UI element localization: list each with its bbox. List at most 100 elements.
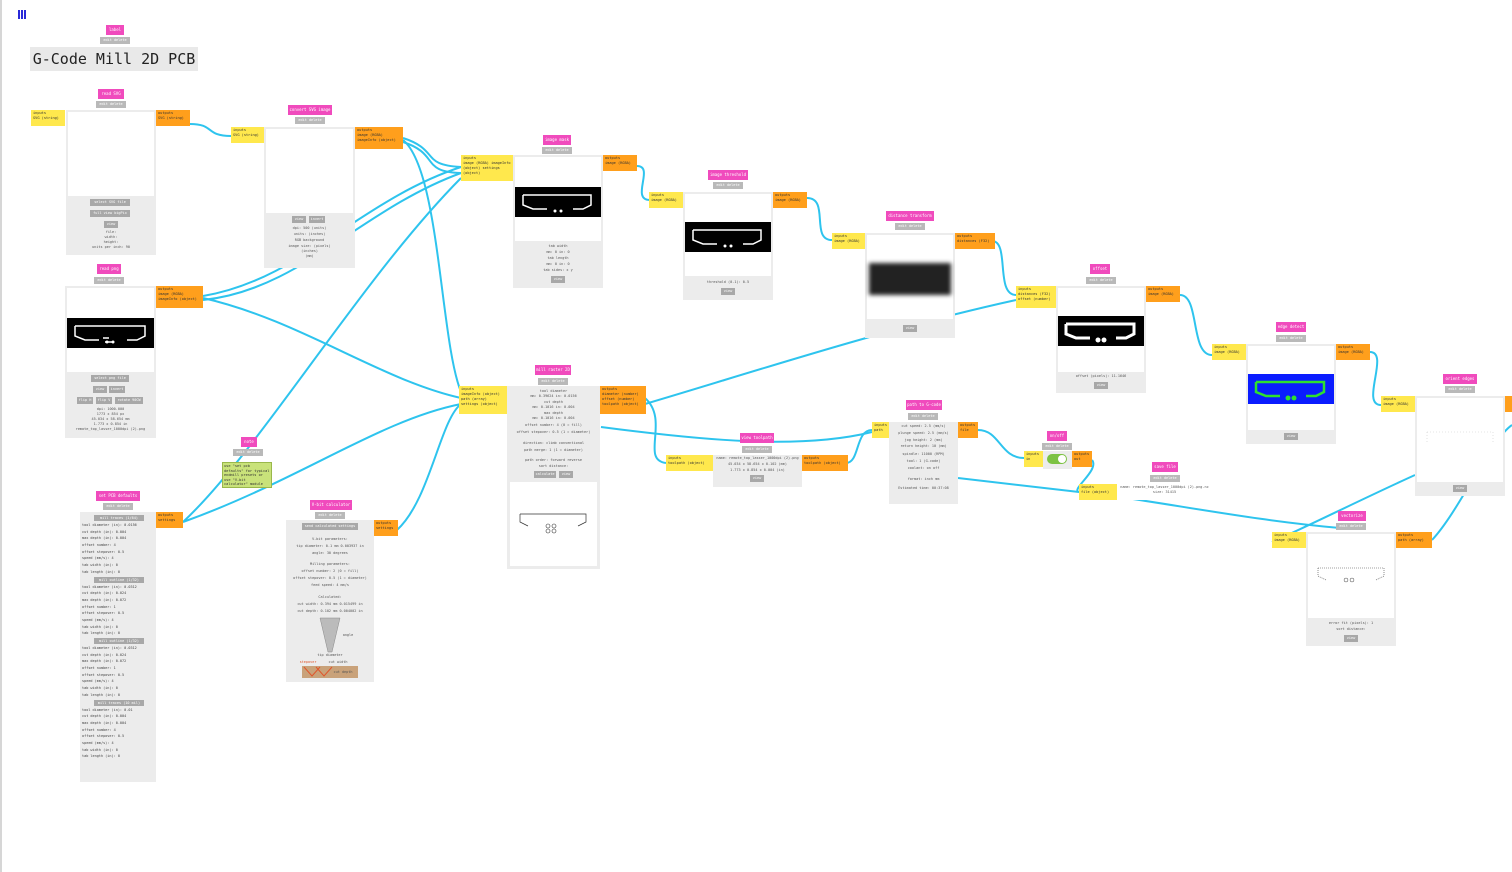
max-depth-input[interactable]: mm: 0.1016 in: 0.004 — [532, 416, 575, 420]
distance-transform-edit-delete[interactable]: edit delete — [895, 223, 925, 230]
send-settings-button[interactable]: send calculated settings — [302, 523, 358, 530]
menu-grid-icon[interactable] — [18, 10, 27, 19]
edge-detect-view-button[interactable]: view — [1284, 433, 1298, 440]
vectorize-header[interactable]: vectorize — [1338, 511, 1366, 521]
edge-detect-edit-delete[interactable]: edit delete — [1276, 335, 1306, 342]
orient-edges-header[interactable]: orient edges — [1443, 374, 1477, 384]
preset-row[interactable]: speed (mm/s): 4 — [82, 556, 114, 561]
preset-mill-traces-164[interactable]: mill traces (1/64) — [94, 515, 144, 521]
rotate-button[interactable]: rotate 90CW — [115, 397, 143, 404]
label-module-header[interactable]: label — [106, 25, 124, 35]
pcb-defaults-edit-delete[interactable]: edit delete — [103, 503, 133, 510]
preset-row[interactable]: offset stepover: 0.5 — [82, 611, 125, 616]
mill-raster-edit-delete[interactable]: edit delete — [538, 378, 568, 385]
preset-row[interactable]: offset stepover: 0.5 — [82, 734, 125, 739]
edge-detect-header[interactable]: edge detect — [1276, 322, 1306, 332]
spindle-input[interactable]: spindle: 11000 (RPM) — [902, 452, 945, 456]
offset-number-input[interactable]: offset number: 4 (0 = fill) — [525, 423, 582, 427]
read-png-header[interactable]: read png — [97, 264, 121, 274]
view-toolpath-view-button[interactable]: view — [750, 475, 764, 482]
convert-svg-background-checkbox[interactable]: RGB background — [294, 238, 325, 242]
plunge-speed-input[interactable]: plunge speed: 2.5 (mm/s) — [898, 431, 949, 435]
convert-svg-view-button[interactable]: view — [292, 216, 306, 223]
format-radio[interactable]: format: inch mm — [907, 477, 940, 481]
direction-radio[interactable]: direction: climb conventional — [522, 441, 585, 445]
on-off-edit-delete[interactable]: edit delete — [1042, 443, 1072, 450]
preset-row[interactable]: tab length (in): 0 — [82, 754, 120, 759]
preset-row[interactable]: offset stepover: 0.5 — [82, 549, 125, 554]
preset-row[interactable]: tab length (in): 0 — [82, 692, 120, 697]
preset-row[interactable]: tool diameter (in): 0.01 — [82, 707, 133, 712]
preset-row[interactable]: max depth (in): 0.072 — [82, 597, 127, 602]
vbit-edit-delete[interactable]: edit delete — [315, 512, 345, 519]
full-view-button[interactable]: full view bigPix — [90, 210, 130, 217]
select-png-file-button[interactable]: select png file — [91, 375, 129, 382]
preset-row[interactable]: cut depth (in): 0.004 — [82, 529, 127, 534]
preset-row[interactable]: offset number: 1 — [82, 604, 116, 609]
preset-row[interactable]: tool diameter (in): 0.0312 — [82, 584, 137, 589]
image-threshold-view-button[interactable]: view — [721, 288, 735, 295]
preset-row[interactable]: tab width (in): 0 — [82, 686, 118, 691]
preset-mill-outline-132[interactable]: mill outline (1/32) — [94, 576, 144, 583]
view-toolpath-edit-delete[interactable]: edit delete — [742, 446, 772, 453]
preset-row[interactable]: tab length (in): 0 — [82, 631, 120, 636]
note-header[interactable]: note — [241, 437, 257, 447]
preset-row[interactable]: speed (mm/s): 4 — [82, 617, 114, 622]
view-toolpath-header[interactable]: view toolpath — [740, 433, 774, 443]
offset-pixels-input[interactable]: offset (pixels): 11.1646 — [1075, 374, 1127, 378]
preset-row[interactable]: tab width (in): 0 — [82, 563, 118, 568]
on-off-toggle[interactable] — [1047, 454, 1067, 464]
preset-row[interactable]: max depth (in): 0.004 — [82, 536, 127, 541]
select-svg-file-button[interactable]: select SVG file — [90, 199, 130, 206]
jog-height-input[interactable]: jog height: 2 (mm) — [904, 438, 943, 442]
path-gcode-edit-delete[interactable]: edit delete — [908, 413, 938, 420]
image-threshold-edit-delete[interactable]: edit delete — [713, 182, 743, 189]
preset-mill-outline-132-b[interactable]: mill outline (1/32) — [94, 638, 144, 644]
preset-row[interactable]: speed (mm/s): 4 — [82, 740, 114, 745]
preset-row[interactable]: offset number: 1 — [82, 666, 116, 671]
preset-row[interactable]: tab length (in): 0 — [82, 569, 120, 574]
sort-distance-checkbox[interactable]: sort distance: — [538, 464, 569, 468]
read-svg-view-button[interactable]: view — [104, 221, 118, 228]
sort-distance-checkbox[interactable]: sort distance: — [1336, 627, 1366, 631]
vbit-offset-stepover[interactable]: offset stepover: 0.5 (1 = diameter) — [293, 576, 367, 580]
save-file-edit-delete[interactable]: edit delete — [1150, 475, 1180, 482]
preset-row[interactable]: tool diameter (in): 0.0156 — [82, 523, 137, 527]
preset-row[interactable]: offset number: 4 — [82, 727, 116, 732]
tab-width-input[interactable]: mm: 0 in: 0 — [546, 250, 570, 254]
return-height-input[interactable]: return height: 10 (mm) — [900, 444, 947, 448]
preset-mill-traces-10mil[interactable]: mill traces (10 mil) — [94, 699, 144, 706]
vbit-header[interactable]: V-bit calculator — [310, 500, 352, 510]
tool-diameter-input[interactable]: mm: 0.39624 in: 0.0156 — [530, 394, 577, 398]
read-png-view-button[interactable]: view — [93, 386, 107, 393]
preset-row[interactable]: tab width (in): 0 — [82, 624, 118, 629]
vbit-feed-speed[interactable]: feed speed: 4 mm/s — [311, 583, 349, 587]
save-file-header[interactable]: save file — [1152, 462, 1178, 472]
preset-row[interactable]: cut depth (in): 0.004 — [82, 714, 127, 719]
on-off-header[interactable]: on/off — [1047, 431, 1067, 441]
path-gcode-header[interactable]: path to G-code — [906, 400, 942, 410]
offset-stepover-input[interactable]: offset stepover: 0.5 (1 = diameter) — [516, 430, 591, 434]
tab-length-input[interactable]: mm: 0 in: 0 — [546, 262, 570, 266]
convert-svg-edit-delete[interactable]: edit delete — [295, 117, 325, 124]
offset-view-button[interactable]: view — [1094, 382, 1108, 389]
offset-edit-delete[interactable]: edit delete — [1086, 277, 1116, 284]
